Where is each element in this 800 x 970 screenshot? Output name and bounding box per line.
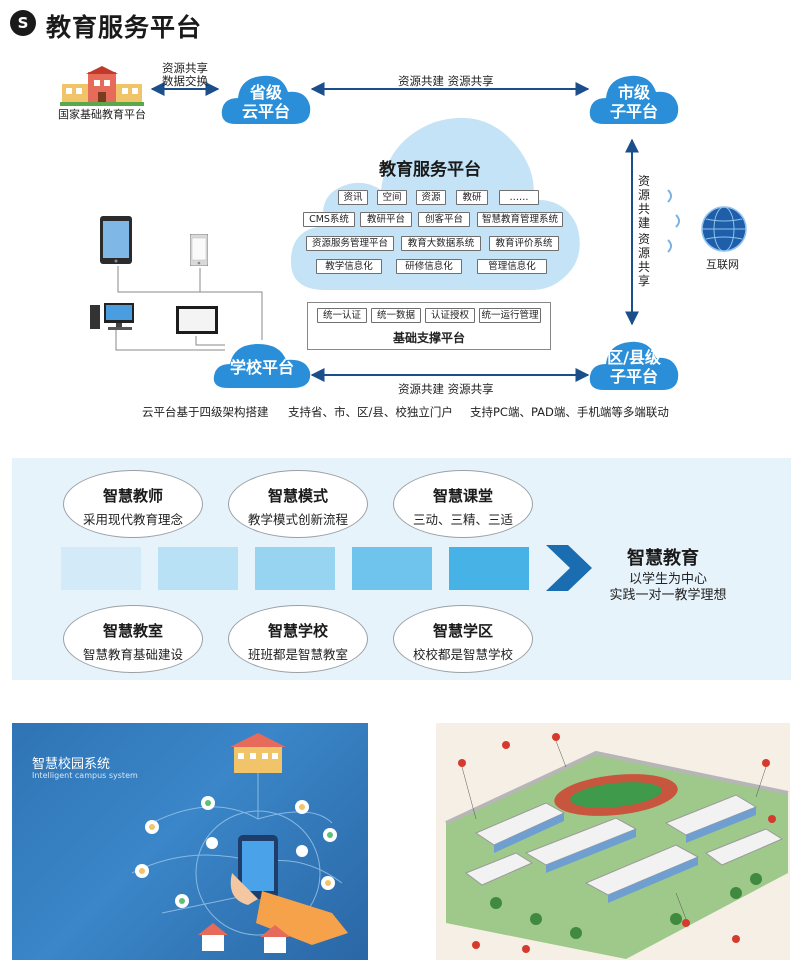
service-tag: 教育评价系统 — [489, 236, 559, 251]
vertical-link-label-2: 资源共享 — [637, 232, 650, 288]
oval-title: 智慧教室 — [102, 622, 163, 640]
phone-icon — [190, 234, 208, 266]
service-tag: 教育大数据系统 — [401, 236, 481, 251]
smart-district-oval: 智慧学区 校校都是智慧学校 — [393, 605, 533, 673]
progress-bar-3 — [255, 547, 335, 590]
service-tag: 资源服务管理平台 — [306, 236, 394, 251]
base-tag: 统一运行管理 — [479, 308, 541, 323]
footer-text-3: 支持PC端、PAD端、手机端等多端联动 — [470, 405, 669, 419]
oval-title: 智慧教师 — [102, 487, 163, 505]
district-cloud-line1: 区/县级 — [607, 348, 661, 367]
logo-icon: S — [10, 10, 36, 36]
progress-bar-1 — [61, 547, 141, 590]
service-tag: 空间 — [377, 190, 407, 205]
service-tag: 创客平台 — [418, 212, 470, 227]
service-tag: CMS系统 — [303, 212, 355, 227]
vertical-link-label-1: 资源共建 — [637, 174, 650, 230]
cloud-shape-icon — [589, 341, 679, 390]
province-cloud-line1: 省级 — [249, 83, 282, 102]
top-link-label: 资源共建 资源共享 — [398, 74, 494, 88]
oval-title: 智慧学区 — [432, 622, 493, 640]
province-cloud: 省级 云平台 — [220, 66, 312, 126]
progress-bar-2 — [158, 547, 238, 590]
city-cloud-line2: 子平台 — [609, 102, 658, 121]
progress-bar-4 — [352, 547, 432, 590]
base-tag: 统一数据 — [371, 308, 421, 323]
smart-teacher-oval: 智慧教师 采用现代教育理念 — [63, 470, 203, 538]
campus-system-image: 智慧校园系统 Intelligent campus system — [12, 723, 368, 960]
school-cloud-label: 学校平台 — [229, 358, 294, 377]
campus-map-image — [436, 723, 790, 960]
internet-label: 互联网 — [706, 258, 739, 271]
province-cloud-line2: 云平台 — [241, 102, 290, 121]
smart-mode-oval: 智慧模式 教学模式创新流程 — [228, 470, 368, 538]
service-tag: 管理信息化 — [477, 259, 547, 274]
chevron-right-icon — [546, 545, 592, 591]
cloud-shape-icon — [221, 75, 311, 124]
base-platform-title: 基础支撑平台 — [392, 331, 465, 345]
school-cloud: 学校平台 — [212, 338, 312, 390]
service-tag: 教研 — [456, 190, 488, 205]
district-cloud: 区/县级 子平台 — [588, 334, 680, 392]
footer-text-1: 云平台基于四级架构搭建 — [142, 405, 269, 419]
smart-education-sub-1: 以学生为中心 — [628, 572, 707, 587]
globe-icon — [701, 206, 747, 252]
base-tag: 统一认证 — [317, 308, 367, 323]
device-lines — [115, 266, 263, 351]
national-link-label-2: 数据交换 — [162, 74, 208, 88]
city-cloud-line1: 市级 — [617, 83, 650, 102]
oval-title: 智慧模式 — [267, 487, 328, 505]
oval-subtitle: 教学模式创新流程 — [247, 512, 348, 527]
campus-image-subtitle: Intelligent campus system — [32, 771, 138, 780]
connector-lines — [115, 82, 680, 382]
footer-text-2: 支持省、市、区/县、校独立门户 — [288, 405, 453, 419]
oval-subtitle: 采用现代教育理念 — [82, 512, 183, 527]
smart-room-oval: 智慧教室 智慧教育基础建设 — [63, 605, 203, 673]
base-tag: 认证授权 — [425, 308, 475, 323]
bottom-link-label: 资源共建 资源共享 — [398, 382, 494, 396]
oval-subtitle: 校校都是智慧学校 — [412, 647, 513, 662]
service-tag: 研修信息化 — [396, 259, 462, 274]
smart-education-sub-2: 实践一对一教学理想 — [609, 588, 727, 603]
page-title: 教育服务平台 — [46, 13, 203, 42]
district-cloud-line2: 子平台 — [609, 367, 658, 386]
desktop-computer-icon — [90, 303, 134, 330]
campus-illustration — [131, 733, 348, 953]
national-link-label-1: 资源共享 — [162, 61, 208, 75]
service-tag: 教研平台 — [360, 212, 412, 227]
service-tag: 资源 — [416, 190, 446, 205]
campus-image-title: 智慧校园系统 — [32, 757, 111, 772]
tablet-icon — [100, 216, 132, 264]
whiteboard-icon — [176, 306, 218, 334]
cloud-shape-icon — [589, 75, 679, 124]
campus-map-illustration — [445, 733, 789, 959]
oval-subtitle: 三动、三精、三适 — [412, 512, 513, 527]
city-cloud: 市级 子平台 — [588, 66, 680, 126]
cloud-shape-icon — [213, 344, 311, 388]
service-tag: 资讯 — [338, 190, 368, 205]
smart-classroom-oval: 智慧课堂 三动、三精、三适 — [393, 470, 533, 538]
service-tag: …… — [499, 190, 539, 205]
oval-title: 智慧课堂 — [432, 487, 493, 505]
oval-subtitle: 班班都是智慧教室 — [247, 647, 348, 662]
progress-bar-5 — [449, 547, 529, 590]
smart-school-oval: 智慧学校 班班都是智慧教室 — [228, 605, 368, 673]
smart-education-title: 智慧教育 — [627, 548, 699, 569]
service-tag: 智慧教育管理系统 — [477, 212, 563, 227]
oval-subtitle: 智慧教育基础建设 — [82, 647, 183, 662]
internet-signal-icon — [667, 189, 680, 253]
school-building-icon — [60, 66, 144, 106]
national-platform-label: 国家基础教育平台 — [58, 108, 146, 121]
service-tag: 教学信息化 — [316, 259, 382, 274]
oval-title: 智慧学校 — [267, 622, 328, 640]
service-platform-title: 教育服务平台 — [379, 160, 481, 180]
